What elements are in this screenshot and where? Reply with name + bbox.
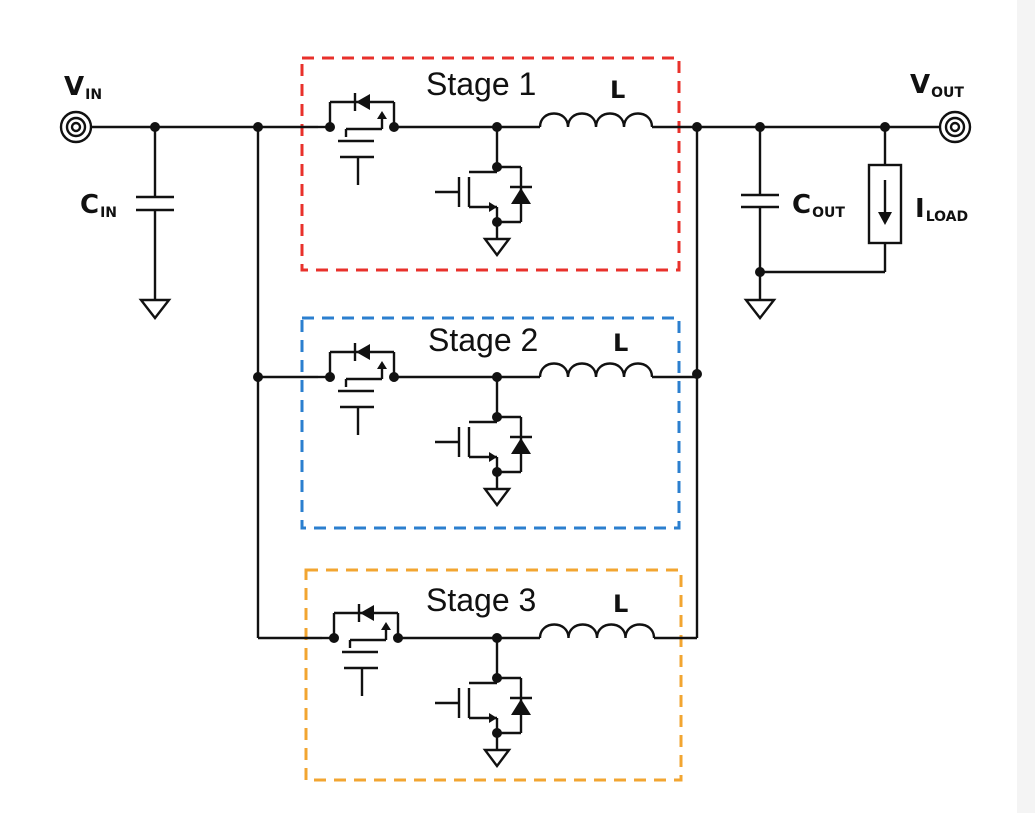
stage-2-inductor (538, 362, 654, 378)
input-wires (91, 125, 322, 640)
stage-1-title: Stage 1 (426, 66, 537, 102)
stage-3-low-side-switch (435, 638, 532, 768)
stage-3-inductor-label: L (613, 590, 629, 618)
stage-1-box (300, 56, 681, 272)
right-edge-strip (1017, 0, 1035, 813)
stage-2-box (300, 316, 681, 530)
stage-3-inductor (538, 623, 656, 639)
cout-label: COUT (792, 190, 845, 221)
output-wires (695, 125, 940, 638)
stage-2-circuit (318, 343, 697, 507)
stage-1-inductor-label: L (610, 76, 626, 104)
stage-2-high-side-switch (325, 343, 399, 435)
stage-1-inductor (538, 112, 654, 128)
vout-label: VOUT (910, 70, 964, 101)
cin-label: CIN (80, 190, 118, 221)
stage-2-low-side-switch (435, 377, 532, 507)
iload-source (867, 127, 903, 272)
iload-label: ILOAD (915, 194, 969, 225)
cin-capacitor (136, 127, 174, 320)
vout-terminal (938, 110, 972, 144)
stage-3-high-side-switch (329, 604, 403, 696)
stage-3-title: Stage 3 (426, 582, 537, 618)
stage-2-title: Stage 2 (428, 322, 539, 358)
stage-2-inductor-label: L (613, 329, 629, 357)
stage-1-circuit (318, 93, 697, 257)
cout-capacitor (741, 127, 885, 320)
stage-3-circuit (322, 604, 697, 768)
vin-terminal (59, 110, 93, 144)
vin-label: VIN (64, 72, 103, 103)
stage-3-box (304, 568, 683, 782)
stage-1-high-side-switch (325, 93, 399, 185)
stage-circuits (318, 93, 697, 768)
stage-1-low-side-switch (435, 127, 532, 257)
